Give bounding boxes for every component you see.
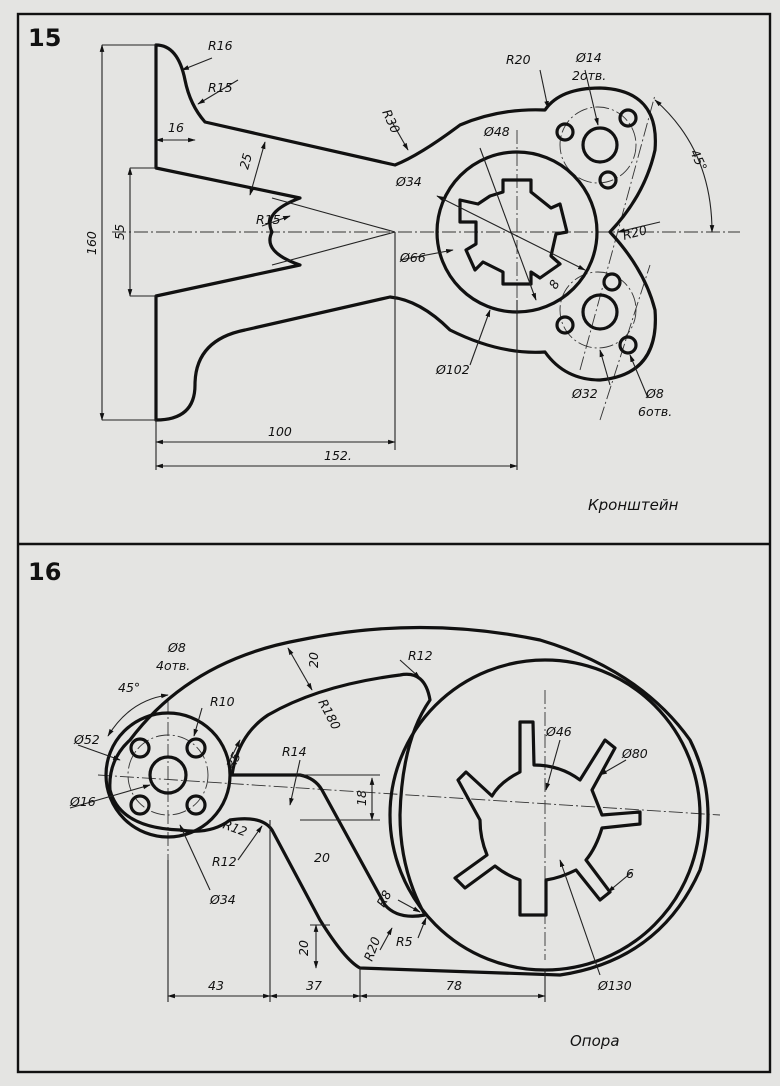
boss-hole-4: [185, 794, 207, 816]
panel-15-number: 15: [28, 24, 61, 52]
panel-16-caption: Опора: [570, 1032, 620, 1050]
dim-r15-top: R15: [208, 80, 233, 95]
bottom-lug-bore: [581, 293, 619, 331]
inner-window: [230, 672, 432, 918]
dim-r180: R180: [315, 696, 344, 732]
hole-6: [618, 335, 638, 355]
dim-r10: R10: [210, 694, 235, 709]
top-lug-bore: [581, 126, 619, 164]
dim-r30: R30: [379, 107, 403, 136]
dim-d46: Ø46: [545, 724, 572, 739]
dim-r20-waist: R20: [621, 222, 649, 243]
dim-25: 25: [236, 151, 255, 170]
dim-16: 16: [168, 120, 184, 135]
dim-8: 8: [546, 277, 563, 291]
dim-6: 6: [626, 866, 634, 881]
dim-r15-notch: R15: [256, 212, 281, 227]
star-bore: [453, 720, 642, 917]
dim-43: 43: [208, 978, 224, 993]
dim-20-rib: 20: [314, 850, 330, 865]
dim-160: 160: [84, 231, 99, 255]
dim-d34: Ø34: [395, 174, 422, 189]
hole-3: [598, 170, 618, 190]
dim-d14-note: 2отв.: [572, 68, 606, 83]
dim-r8: R8: [373, 888, 394, 910]
panel-16: 16 Опора: [28, 558, 721, 1050]
dim-d8-note: 6отв.: [638, 404, 672, 419]
dim-r12-window: R12: [408, 648, 433, 663]
hole-1: [555, 122, 575, 142]
dim-d34: Ø34: [209, 892, 236, 907]
dim-d66: Ø66: [399, 250, 426, 265]
dim-d130: Ø130: [597, 978, 632, 993]
dim-d14: Ø14: [575, 50, 602, 65]
dim-78: 78: [446, 978, 462, 993]
dim-d102: Ø102: [435, 362, 470, 377]
dim-r14: R14: [282, 744, 307, 759]
dim-d8-note: 4отв.: [156, 658, 190, 673]
dim-angle-45: 45°: [687, 147, 710, 173]
dim-100: 100: [268, 424, 292, 439]
panel-15: 15 Кронштейн: [28, 24, 740, 514]
dim-d16: Ø16: [69, 794, 96, 809]
hole-2: [618, 108, 638, 128]
dim-37: 37: [306, 978, 322, 993]
dim-18: 18: [354, 790, 369, 806]
dim-55: 55: [112, 224, 127, 240]
dim-152: 152.: [324, 448, 352, 463]
dim-r16: R16: [208, 38, 233, 53]
bracket-outline: [154, 43, 657, 422]
dim-d52: Ø52: [73, 732, 100, 747]
dim-r20: R20: [361, 935, 384, 963]
dim-20-bottom: 20: [296, 940, 311, 956]
dim-r5-upper: R5: [223, 750, 244, 771]
panel-15-caption: Кронштейн: [588, 496, 679, 514]
boss-hole-2: [185, 737, 207, 759]
dim-r12-lower: R12: [212, 854, 237, 869]
boss-hole-1: [129, 737, 151, 759]
hole-4: [555, 315, 575, 335]
boss-hole-3: [129, 794, 151, 816]
dim-d32: Ø32: [571, 386, 598, 401]
dim-d48: Ø48: [483, 124, 510, 139]
dim-d8: Ø8: [645, 386, 664, 401]
small-boss-bore: [148, 755, 188, 795]
dim-r20-top: R20: [506, 52, 531, 67]
dim-angle-45: 45°: [118, 680, 140, 695]
dim-r5-lower: R5: [396, 934, 413, 949]
dim-d8: Ø8: [167, 640, 186, 655]
hole-5: [602, 272, 622, 292]
dim-d80: Ø80: [621, 746, 648, 761]
dim-20-top: 20: [306, 652, 321, 668]
panel-16-number: 16: [28, 558, 61, 586]
